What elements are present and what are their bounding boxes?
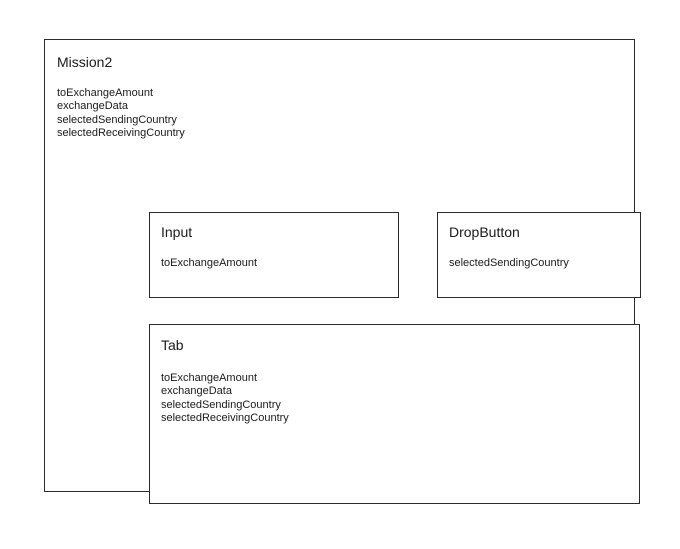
attribute-item: selectedSendingCountry bbox=[161, 398, 281, 411]
component-box-dropbutton[interactable]: DropButton selectedSendingCountry bbox=[437, 212, 641, 298]
attribute-item: toExchangeAmount bbox=[57, 87, 154, 99]
attribute-item: selectedSendingCountry bbox=[449, 257, 569, 269]
component-title-dropbutton: DropButton bbox=[449, 224, 520, 240]
attribute-item: toExchangeAmount bbox=[161, 257, 258, 269]
attribute-list-input: toExchangeAmount bbox=[161, 257, 257, 270]
component-box-mission2[interactable]: Mission2 toExchangeAmount exchangeData s… bbox=[44, 39, 641, 504]
attribute-list-mission2: toExchangeAmount exchangeData selectedSe… bbox=[57, 87, 185, 141]
attribute-list-dropbutton: selectedSendingCountry bbox=[449, 257, 569, 270]
component-title-input: Input bbox=[161, 224, 193, 240]
attribute-item: selectedReceivingCountry bbox=[161, 412, 289, 425]
component-box-input[interactable]: Input toExchangeAmount bbox=[149, 212, 399, 298]
attribute-item: toExchangeAmount bbox=[161, 372, 258, 384]
attribute-list-tab: toExchangeAmount exchangeData selectedSe… bbox=[161, 372, 289, 426]
attribute-item: exchangeData bbox=[161, 385, 232, 398]
attribute-item: selectedReceivingCountry bbox=[57, 127, 185, 140]
component-title-tab: Tab bbox=[161, 337, 184, 353]
component-box-tab[interactable]: Tab toExchangeAmount exchangeData select… bbox=[149, 324, 640, 504]
component-title-mission2: Mission2 bbox=[57, 54, 113, 70]
attribute-item: selectedSendingCountry bbox=[57, 113, 177, 126]
attribute-item: exchangeData bbox=[57, 100, 128, 113]
